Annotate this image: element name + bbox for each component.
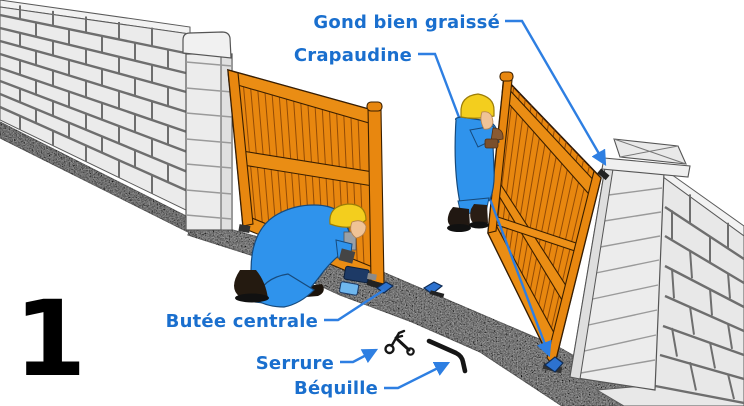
hardware-items	[375, 281, 564, 374]
left-gate-stile-cap	[366, 101, 383, 112]
left-gate-left-stile	[227, 69, 254, 227]
right-wall	[595, 165, 744, 406]
right-gate	[487, 71, 610, 374]
kneeling-worker-boot	[234, 270, 268, 299]
leader-bequille	[384, 361, 451, 390]
wall-footing-strip	[0, 121, 197, 237]
leader-gond	[505, 19, 607, 167]
keys-icon	[384, 329, 415, 356]
step-number: 1	[14, 278, 86, 400]
standing-worker-face	[480, 111, 494, 130]
right-wall-mortar-rows	[649, 205, 744, 405]
left-wall-head-joints	[19, 5, 169, 194]
kneeling-worker-leg	[255, 273, 315, 308]
labels: Gond bien graissé Crapaudine Butée centr…	[166, 12, 500, 399]
kneeling-worker-face	[350, 220, 367, 239]
standing-worker	[447, 93, 504, 232]
leader-lines	[324, 19, 607, 390]
label-butee-centrale: Butée centrale	[166, 311, 318, 332]
left-gate-pivot	[238, 224, 251, 233]
right-gate-stile-cap	[499, 71, 514, 82]
left-gate-right-stile	[367, 105, 385, 285]
standing-worker-glove	[490, 127, 504, 142]
handle-icon	[426, 338, 468, 374]
right-pillar	[569, 138, 691, 391]
label-serrure: Serrure	[256, 353, 334, 374]
leader-serrure	[340, 348, 379, 364]
label-bequille: Béquille	[294, 378, 378, 399]
kneeling-worker-glove	[338, 248, 356, 264]
label-crapaudine: Crapaudine	[294, 45, 412, 66]
leader-crapaudine	[418, 52, 552, 358]
kneeling-worker	[234, 203, 377, 308]
label-gond-bien-graisse: Gond bien graissé	[313, 12, 500, 33]
standing-worker-glove-2	[484, 138, 499, 149]
standing-worker-boot-left	[447, 207, 470, 228]
fixing-kit-part	[422, 281, 445, 298]
crapaudine-part	[543, 356, 564, 373]
standing-worker-boot-right	[470, 204, 488, 225]
leader-butee	[324, 288, 385, 322]
left-pillar-cap	[182, 31, 232, 59]
left-wall-mortar-rows	[0, 13, 191, 194]
drill	[339, 265, 377, 296]
left-wall	[0, 0, 191, 213]
right-wall-head-joints	[671, 194, 735, 400]
left-pillar	[182, 31, 233, 231]
top-hinge	[597, 168, 610, 181]
